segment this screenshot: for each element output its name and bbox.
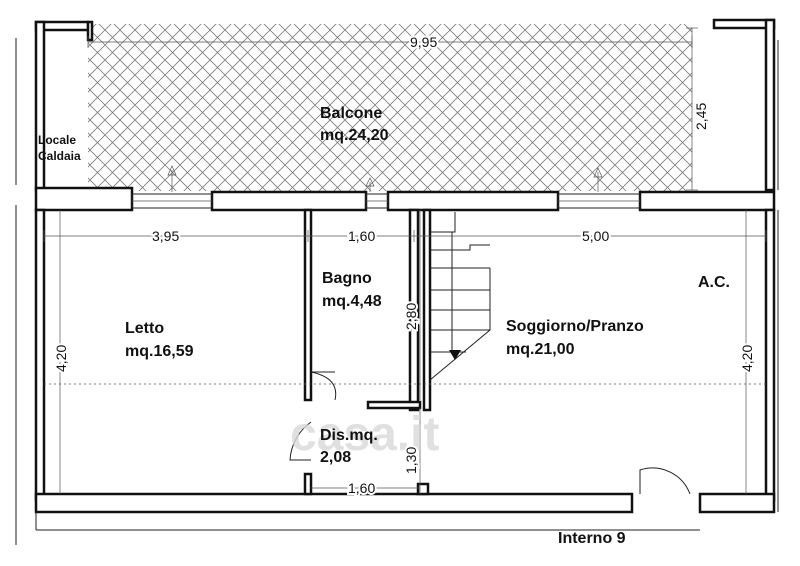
walls — [15, 18, 779, 545]
bagno-name: Bagno — [322, 270, 372, 287]
dim-right-depth: 4,20 — [739, 345, 755, 372]
dim-letto-width: 3,95 — [152, 228, 179, 244]
ac-label: A.C. — [698, 274, 730, 291]
soggiorno-area: mq.21,00 — [506, 341, 575, 358]
staircase — [429, 212, 491, 381]
stair-arrow-icon — [449, 350, 461, 360]
doors — [289, 371, 691, 495]
disimpegno-name: Dis.mq. — [320, 427, 378, 444]
letto-area: mq.16,59 — [125, 343, 194, 360]
disimpegno-area: 2,08 — [320, 449, 351, 466]
locale-caldaia-line2: Caldaia — [38, 149, 81, 163]
dimension-lines — [43, 27, 767, 494]
letto-name: Letto — [125, 320, 164, 337]
locale-caldaia-line1: Locale — [38, 133, 76, 147]
dim-bagno-depth: 2,80 — [403, 303, 419, 330]
watermark: casa.it — [290, 408, 439, 461]
dim-dis-depth: 1,30 — [403, 447, 419, 474]
dim-left-depth: 4,20 — [53, 345, 69, 372]
balcone-area: mq.24,20 — [320, 127, 389, 144]
dim-dis-width: 1,60 — [348, 480, 375, 496]
opening-arrows — [167, 165, 603, 192]
balcony-floor — [88, 24, 692, 191]
bagno-area: mq.4,48 — [322, 293, 382, 310]
dim-balcone-depth: 2,45 — [693, 103, 709, 130]
balcone-name: Balcone — [320, 105, 382, 122]
dim-soggiorno-width: 5,00 — [582, 228, 609, 244]
windows — [131, 193, 641, 209]
dim-balcone-width: 9,95 — [410, 34, 437, 50]
unit-label: Interno 9 — [558, 530, 626, 547]
soggiorno-name: Soggiorno/Pranzo — [506, 318, 644, 335]
dim-bagno-width: 1,60 — [348, 228, 375, 244]
